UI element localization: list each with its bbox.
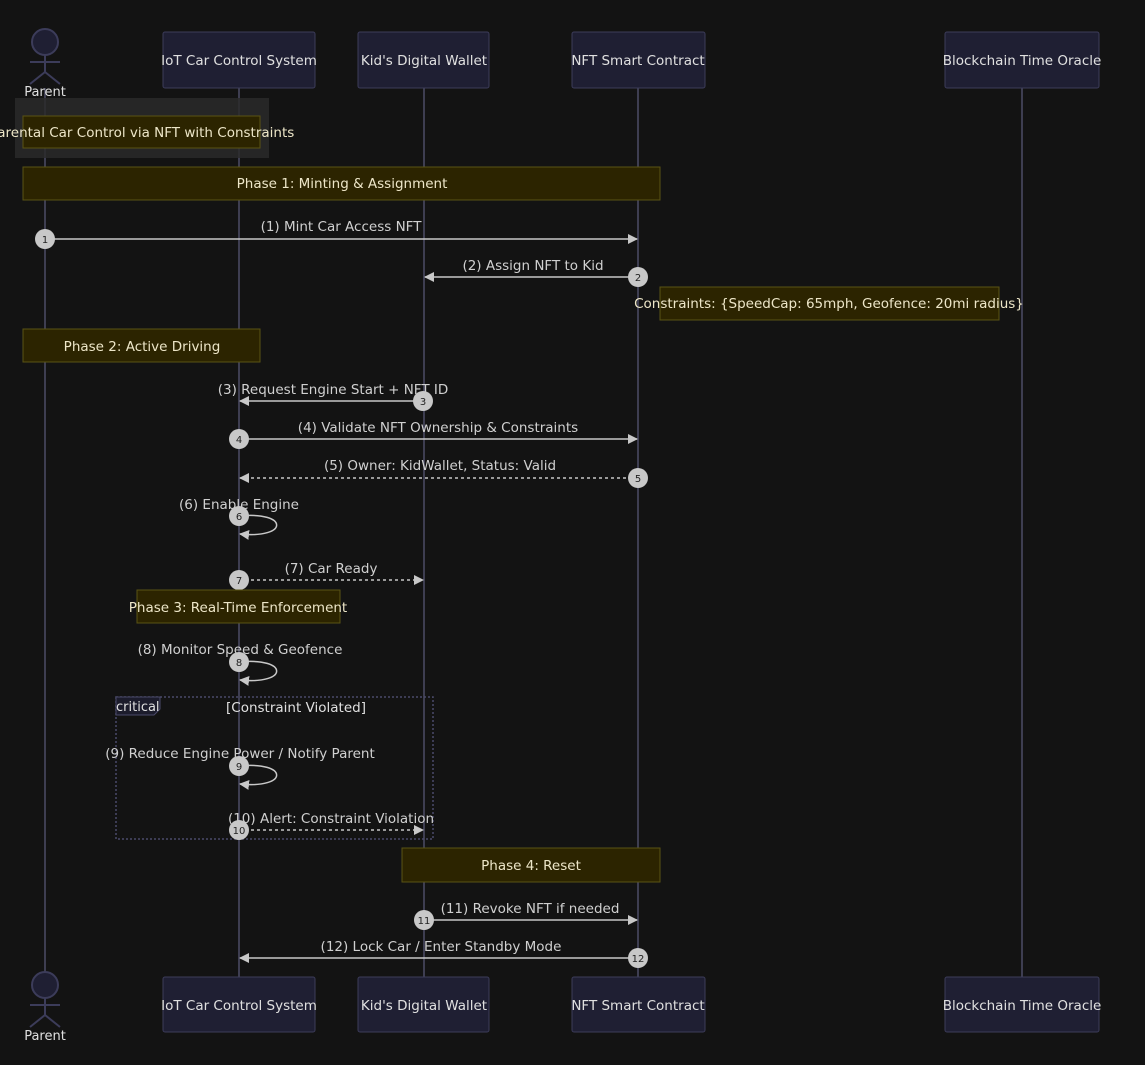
phase-1-note	[22, 166, 661, 201]
participant-nft-bottom[interactable]	[571, 976, 706, 1033]
phase-4-text: Phase 4: Reset	[481, 858, 581, 874]
participant-label-iot-bottom: IoT Car Control System	[161, 998, 317, 1014]
actor-icon	[31, 28, 59, 56]
participant-iot-top[interactable]	[162, 31, 316, 89]
message-7-number: 7	[236, 576, 242, 587]
phase-1-text: Phase 1: Minting & Assignment	[237, 176, 448, 192]
message-12-label: (12) Lock Car / Enter Standby Mode	[321, 939, 562, 955]
message-3-badge	[413, 391, 433, 411]
participant-wallet-bottom[interactable]	[357, 976, 490, 1033]
phase-4-note	[401, 847, 661, 883]
message-5-badge	[628, 468, 648, 488]
participant-label-parent-bottom: Parent	[24, 1029, 66, 1044]
title-note-text: Parental Car Control via NFT with Constr…	[0, 125, 294, 141]
message-9-badge	[229, 756, 249, 776]
participants-bottom: Parent IoT Car Control System Kid's Digi…	[24, 971, 1102, 1044]
critical-condition: [Constraint Violated]	[226, 700, 366, 716]
message-3-label: (3) Request Engine Start + NFT ID	[218, 382, 449, 398]
participant-oracle-top[interactable]	[944, 31, 1100, 89]
participant-label-parent-top: Parent	[24, 85, 66, 100]
critical-region	[115, 696, 434, 840]
message-8-badge	[229, 652, 249, 672]
message-7-label: (7) Car Ready	[285, 561, 378, 577]
message-2-badge	[628, 267, 648, 287]
message-5-number: 5	[635, 474, 641, 485]
message-2-label: (2) Assign NFT to Kid	[462, 258, 603, 274]
message-12-badge	[628, 948, 648, 968]
participant-wallet-top[interactable]	[357, 31, 490, 89]
participant-label-iot-top: IoT Car Control System	[161, 53, 317, 69]
message-8-arrow	[238, 660, 278, 686]
constraints-note-text: Constraints: {SpeedCap: 65mph, Geofence:…	[634, 296, 1024, 312]
message-2-number: 2	[635, 273, 641, 284]
participant-label-wallet-bottom: Kid's Digital Wallet	[361, 998, 487, 1014]
actor-leg-right	[44, 71, 61, 85]
participants-top: Parent IoT Car Control System Kid's Digi…	[24, 28, 1102, 100]
message-9-label: (9) Reduce Engine Power / Notify Parent	[105, 746, 375, 762]
critical-label-tab	[115, 696, 161, 716]
message-11-number: 11	[418, 916, 431, 927]
message-8-number: 8	[236, 658, 242, 669]
message-1-number: 1	[42, 235, 48, 246]
message-4-number: 4	[236, 435, 242, 446]
message-4-label: (4) Validate NFT Ownership & Constraints	[298, 420, 578, 436]
critical-keyword: critical	[116, 700, 160, 715]
phase-2-note	[22, 328, 261, 363]
message-6-arrow	[238, 514, 278, 540]
message-6-label: (6) Enable Engine	[179, 497, 299, 513]
lifelines	[44, 88, 1023, 985]
actor-leg-left	[29, 71, 46, 85]
message-8-label: (8) Monitor Speed & Geofence	[138, 642, 343, 658]
message-11-badge	[414, 910, 434, 930]
phase-2-text: Phase 2: Active Driving	[64, 339, 221, 355]
message-1-label: (1) Mint Car Access NFT	[261, 219, 423, 235]
participant-label-nft-top: NFT Smart Contract	[571, 53, 704, 69]
title-note	[22, 115, 261, 149]
actor-leg-right	[44, 1014, 61, 1028]
actor-leg-left	[29, 1014, 46, 1028]
participant-label-wallet-top: Kid's Digital Wallet	[361, 53, 487, 69]
participant-label-oracle-bottom: Blockchain Time Oracle	[943, 998, 1102, 1014]
message-9-arrow	[238, 764, 278, 790]
phase-3-note	[136, 589, 341, 624]
participant-nft-top[interactable]	[571, 31, 706, 89]
participant-iot-bottom[interactable]	[162, 976, 316, 1033]
message-3-number: 3	[420, 397, 426, 408]
message-4-badge	[229, 429, 249, 449]
message-10-label: (10) Alert: Constraint Violation	[228, 811, 434, 827]
message-6-number: 6	[236, 512, 242, 523]
message-7-badge	[229, 570, 249, 590]
message-12-number: 12	[632, 954, 645, 965]
actor-icon	[31, 971, 59, 999]
participant-parent-bottom[interactable]	[29, 971, 61, 1028]
message-9-number: 9	[236, 762, 242, 773]
phase-3-text: Phase 3: Real-Time Enforcement	[129, 600, 347, 616]
constraints-note	[659, 286, 1000, 321]
participant-label-oracle-top: Blockchain Time Oracle	[943, 53, 1102, 69]
participant-parent-top[interactable]	[29, 28, 61, 85]
message-1-badge	[35, 229, 55, 249]
participant-oracle-bottom[interactable]	[944, 976, 1100, 1033]
message-6-badge	[229, 506, 249, 526]
message-10-badge	[229, 820, 249, 840]
message-11-label: (11) Revoke NFT if needed	[441, 901, 620, 917]
participant-label-nft-bottom: NFT Smart Contract	[571, 998, 704, 1014]
message-10-number: 10	[233, 826, 246, 837]
message-5-label: (5) Owner: KidWallet, Status: Valid	[324, 458, 556, 474]
